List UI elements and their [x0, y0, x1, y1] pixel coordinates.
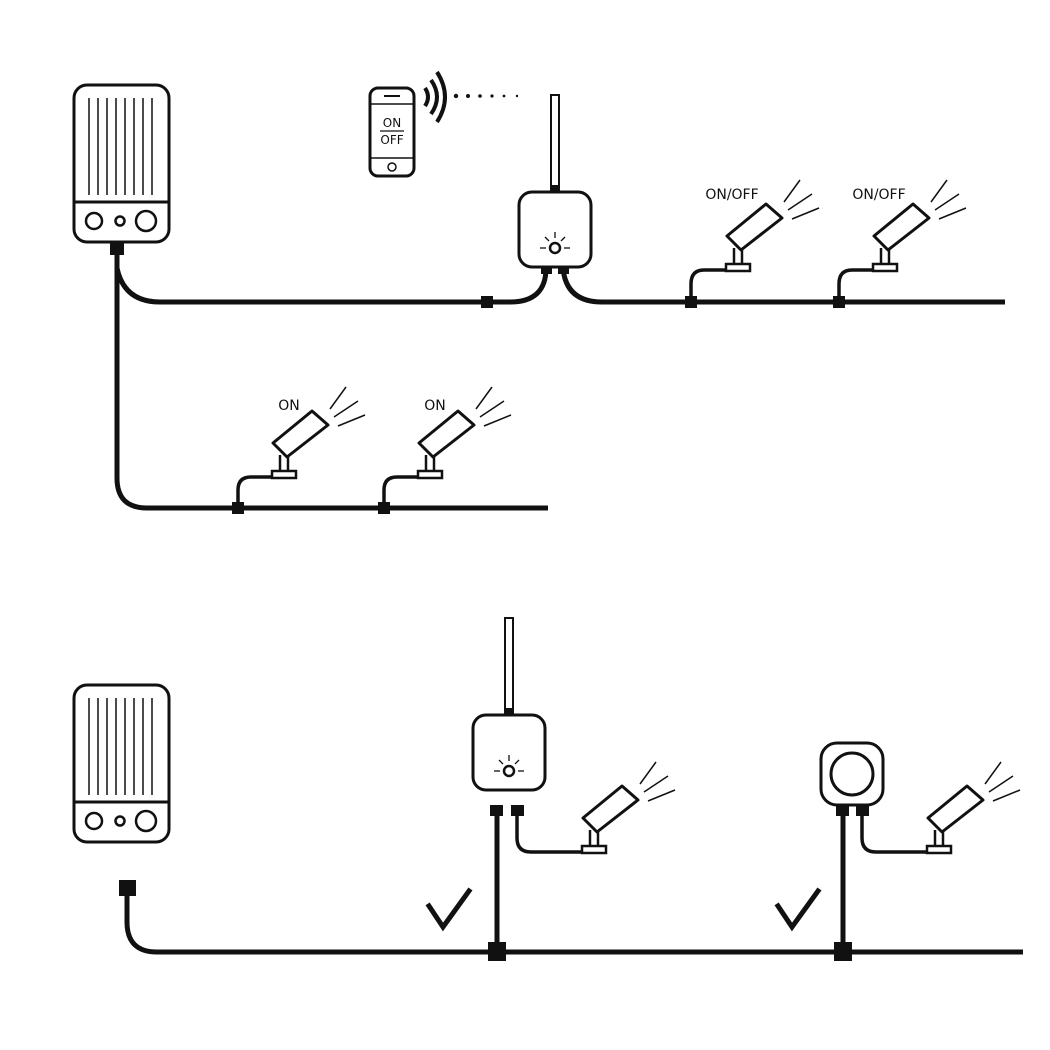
bottom-diagram [72, 616, 1023, 961]
top-cables [114, 252, 1005, 511]
always-on-light-label: ON [278, 398, 300, 414]
round-module-icon [819, 741, 885, 807]
wifi-signal-icon [423, 70, 447, 124]
bottom-light-leads [515, 810, 927, 854]
spotlight-icon [925, 760, 1022, 855]
top-cable-joints [110, 243, 845, 514]
phone-off-label: OFF [380, 133, 403, 147]
transformer-icon [72, 683, 171, 844]
smart-switch-icon [471, 616, 547, 792]
always-on-light-label: ON [424, 398, 446, 414]
spotlight-icon [580, 760, 677, 855]
switched-light-label: ON/OFF [852, 187, 905, 203]
smart-switch-icon [517, 93, 593, 269]
checkmark-icon [425, 887, 473, 932]
signal-dots [453, 93, 519, 99]
smartphone-icon: ON OFF [368, 86, 416, 178]
switched-light-label: ON/OFF [705, 187, 758, 203]
phone-on-label: ON [383, 116, 401, 130]
transformer-icon [72, 83, 171, 244]
top-light-leads [236, 268, 874, 506]
bottom-cables [124, 808, 1023, 955]
bottom-cable-joints [119, 805, 869, 961]
top-diagram: ON OFF ON/OFF ON/OFF ON [72, 70, 1005, 514]
checkmark-icon [774, 887, 822, 932]
